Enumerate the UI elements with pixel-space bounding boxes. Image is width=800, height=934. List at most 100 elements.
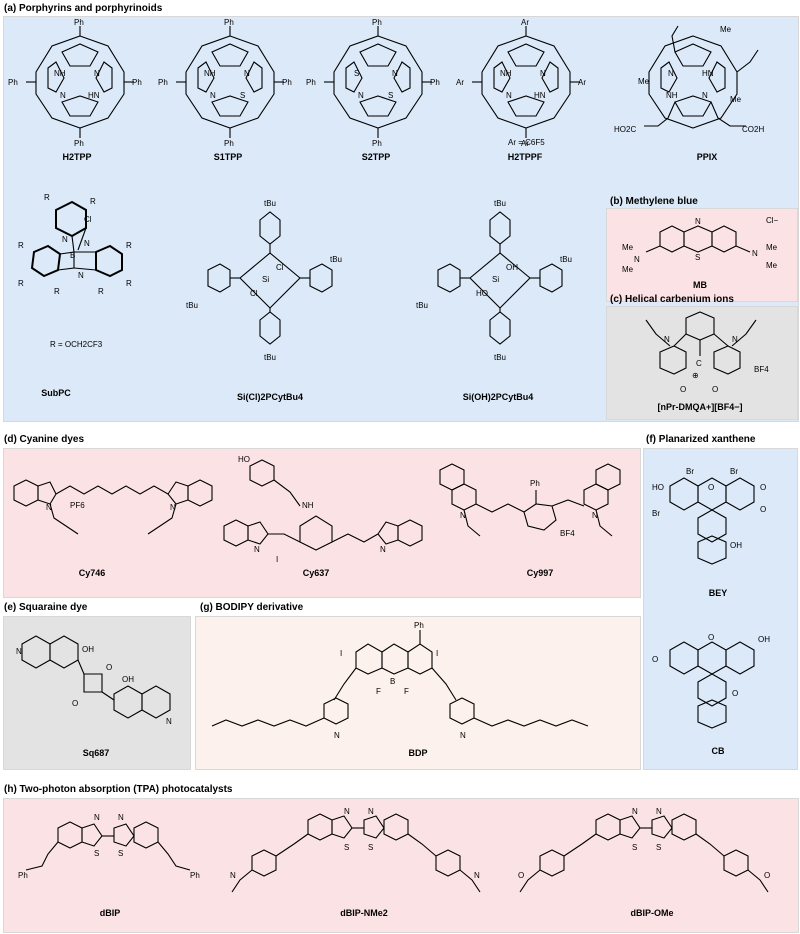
label-s1tpp: S1TPP <box>213 152 243 162</box>
svg-text:S: S <box>368 843 373 852</box>
label-h2tpp: H2TPP <box>62 152 92 162</box>
svg-text:HO: HO <box>476 289 488 298</box>
svg-text:Ph: Ph <box>372 18 382 27</box>
svg-text:N: N <box>170 503 176 512</box>
section-title-g: (g) BODIPY derivative <box>200 602 304 613</box>
svg-text:Ph: Ph <box>372 139 382 148</box>
note-r: R = OCH2CF3 <box>50 340 103 349</box>
svg-text:Ph: Ph <box>306 78 316 87</box>
svg-text:N: N <box>254 545 260 554</box>
svg-text:Ph: Ph <box>190 871 200 880</box>
svg-text:F: F <box>404 687 409 696</box>
svg-text:Ph: Ph <box>224 139 234 148</box>
svg-text:N: N <box>166 717 172 726</box>
section-title-a: (a) Porphyrins and porphyrinoids <box>4 3 163 14</box>
svg-text:N: N <box>732 335 738 344</box>
svg-text:O: O <box>652 655 658 664</box>
section-title-f: (f) Planarized xanthene <box>646 434 756 445</box>
svg-text:N: N <box>210 91 216 100</box>
label-bey: BEY <box>708 588 728 598</box>
label-dmqa: [nPr-DMQA+][BF4−] <box>657 402 743 412</box>
svg-text:N: N <box>344 807 350 816</box>
svg-text:tBu: tBu <box>494 353 506 362</box>
svg-text:N: N <box>474 871 480 880</box>
svg-text:S: S <box>240 91 245 100</box>
label-cy637: Cy637 <box>302 568 330 578</box>
svg-text:O: O <box>712 385 718 394</box>
svg-text:N: N <box>592 511 598 520</box>
svg-text:Br: Br <box>686 467 694 476</box>
label-subpc: SubPC <box>41 388 71 398</box>
svg-text:Si: Si <box>262 275 269 284</box>
svg-text:HO: HO <box>652 483 664 492</box>
svg-text:R: R <box>98 287 104 296</box>
panel-tpa <box>3 798 799 933</box>
svg-text:R: R <box>90 197 96 206</box>
svg-text:O: O <box>518 871 524 880</box>
svg-text:NH: NH <box>302 501 314 510</box>
svg-text:B: B <box>390 677 395 686</box>
panel-carbenium <box>606 306 798 420</box>
svg-text:I: I <box>436 649 438 658</box>
svg-text:B: B <box>70 251 75 260</box>
svg-text:Me: Me <box>730 95 742 104</box>
sq687-structure: OHO OOH NN <box>16 635 172 726</box>
svg-text:NH: NH <box>204 69 216 78</box>
svg-text:PF6: PF6 <box>70 501 85 510</box>
svg-text:N: N <box>244 69 250 78</box>
svg-text:F: F <box>376 687 381 696</box>
svg-text:N: N <box>634 255 640 264</box>
label-dbipnme2: dBIP-NMe2 <box>340 908 388 918</box>
svg-text:Br: Br <box>730 467 738 476</box>
svg-text:N: N <box>78 271 84 280</box>
svg-text:Ph: Ph <box>74 139 84 148</box>
svg-text:C: C <box>696 359 702 368</box>
svg-text:NH: NH <box>500 69 512 78</box>
panel-bodipy <box>195 616 641 770</box>
svg-text:tBu: tBu <box>494 199 506 208</box>
svg-text:N: N <box>506 91 512 100</box>
svg-text:N: N <box>664 335 670 344</box>
svg-text:OH: OH <box>758 635 770 644</box>
svg-text:I: I <box>276 555 278 564</box>
label-cy746: Cy746 <box>78 568 106 578</box>
svg-text:Cl: Cl <box>84 215 92 224</box>
svg-text:Me: Me <box>766 261 778 270</box>
svg-text:S: S <box>94 849 99 858</box>
note-ar: Ar = C6F5 <box>508 138 545 147</box>
section-title-d: (d) Cyanine dyes <box>4 434 85 445</box>
svg-text:R: R <box>18 241 24 250</box>
svg-text:O: O <box>72 699 78 708</box>
svg-text:tBu: tBu <box>264 199 276 208</box>
svg-text:S: S <box>118 849 123 858</box>
svg-text:O: O <box>708 633 714 642</box>
label-s2tpp: S2TPP <box>361 152 391 162</box>
svg-text:OH: OH <box>82 645 94 654</box>
svg-text:N: N <box>118 813 124 822</box>
label-dbipome: dBIP-OMe <box>630 908 674 918</box>
label-ppix: PPIX <box>696 152 718 162</box>
svg-text:Ph: Ph <box>8 78 18 87</box>
svg-text:N: N <box>46 503 52 512</box>
svg-text:S: S <box>656 843 661 852</box>
svg-text:R: R <box>126 241 132 250</box>
svg-text:OH: OH <box>730 541 742 550</box>
svg-text:N: N <box>62 235 68 244</box>
svg-text:N: N <box>84 239 90 248</box>
svg-text:Me: Me <box>720 25 732 34</box>
svg-text:I: I <box>340 649 342 658</box>
note-cl: Cl− <box>766 216 779 225</box>
svg-text:Ph: Ph <box>224 18 234 27</box>
label-sioh: Si(OH)2PCytBu4 <box>462 392 534 402</box>
svg-text:O: O <box>708 483 714 492</box>
